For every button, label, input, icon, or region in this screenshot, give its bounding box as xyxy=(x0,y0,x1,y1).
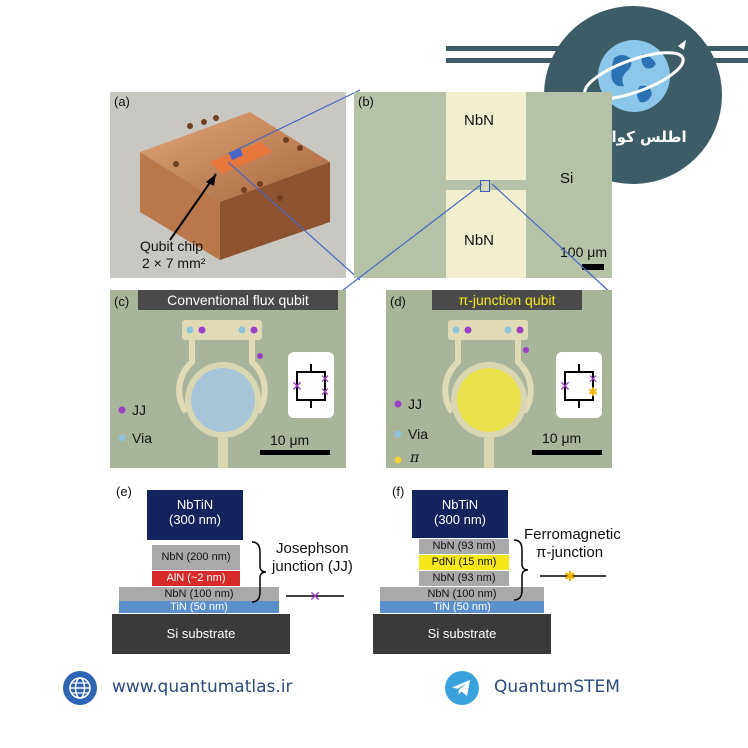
panel-d-label: (d) xyxy=(390,294,406,309)
panel-a-photo: (a) Qubit chip 2 × 7 mm² xyxy=(110,92,346,278)
e-layer-nbn-100: NbN (100 nm) xyxy=(119,587,279,601)
panel-d-title: π-junction qubit xyxy=(432,290,582,310)
svg-text:✕: ✕ xyxy=(588,372,598,386)
e-annotation-line2: junction (JJ) xyxy=(272,558,353,575)
telegram-handle[interactable]: QuantumSTEM xyxy=(494,677,620,697)
panel-d-micrograph: ✕ ✕ ✱ π-junction qubit (d) JJ Via π 10 μ… xyxy=(386,290,612,468)
zoom-lines-b-cd xyxy=(337,183,613,295)
panel-c-title: Conventional flux qubit xyxy=(138,290,338,310)
e-nbtin-name: NbTiN xyxy=(176,497,214,512)
zoom-lines-a-b xyxy=(227,89,361,281)
panel-c-legend-via: Via xyxy=(132,430,152,446)
panel-c-label: (c) xyxy=(114,294,130,309)
telegram-icon[interactable] xyxy=(444,670,480,706)
panel-a-label: (a) xyxy=(114,94,130,109)
e-layer-nbtin: NbTiN (300 nm) xyxy=(147,490,243,540)
e-layer-aln: AlN (~2 nm) xyxy=(152,571,240,586)
panel-d-legend-via: Via xyxy=(408,426,428,442)
nbn-pad-bottom xyxy=(446,190,526,278)
panel-b-micrograph: (b) NbN NbN Si 100 μm xyxy=(354,92,612,278)
e-layer-tin: TiN (50 nm) xyxy=(119,601,279,613)
e-nbtin-thickness: (300 nm) xyxy=(168,512,222,527)
panel-c-legend-jj: JJ xyxy=(132,402,146,418)
panel-b-scale-bar xyxy=(582,264,604,270)
e-annotation-line1: Josephson xyxy=(276,540,349,557)
f-substrate: Si substrate xyxy=(373,614,551,654)
f-nbtin-name: NbTiN xyxy=(441,497,479,512)
website-link[interactable]: www.quantumatlas.ir xyxy=(112,677,293,697)
e-layer-nbn-200: NbN (200 nm) xyxy=(152,545,240,570)
panel-d-legend-pi: π xyxy=(410,450,420,466)
panel-b-label: (b) xyxy=(358,94,374,109)
f-layer-pdni: PdNi (15 nm) xyxy=(419,555,509,570)
svg-text:✱: ✱ xyxy=(588,385,598,399)
panel-e-label: (e) xyxy=(116,484,132,499)
svg-text:✕: ✕ xyxy=(309,588,321,604)
globe-icon[interactable] xyxy=(62,670,98,706)
nbn-bottom-label: NbN xyxy=(464,232,495,249)
f-annotation-line2: π-junction xyxy=(536,544,604,561)
qubit-chip-caption: Qubit chip xyxy=(140,238,204,254)
panel-d-legend-jj: JJ xyxy=(408,396,422,412)
f-nbtin-thickness: (300 nm) xyxy=(433,512,487,527)
f-layer-nbn-100: NbN (100 nm) xyxy=(380,587,544,601)
nbn-top-label: NbN xyxy=(464,112,495,129)
panel-d-scale-label: 10 μm xyxy=(542,430,582,446)
svg-text:✱: ✱ xyxy=(564,569,576,585)
f-annotation-line1: Ferromagnetic xyxy=(524,526,621,543)
panel-c-micrograph: ✕ ✕ ✕ Conventional flux qubit (c) JJ Via… xyxy=(110,290,346,468)
f-pi-bracket: ✱ xyxy=(513,539,606,601)
svg-text:✕: ✕ xyxy=(320,372,330,386)
junction-bridge xyxy=(480,180,490,192)
e-jj-bracket: ✕ xyxy=(251,541,344,604)
svg-text:✕: ✕ xyxy=(559,378,571,394)
f-layer-tin: TiN (50 nm) xyxy=(380,601,544,613)
f-layer-nbn-93-top: NbN (93 nm) xyxy=(419,539,509,554)
e-substrate: Si substrate xyxy=(112,614,290,654)
panel-d-scale-bar xyxy=(532,450,602,455)
svg-text:✕: ✕ xyxy=(320,385,330,399)
svg-text:✕: ✕ xyxy=(291,378,303,394)
panel-f-label: (f) xyxy=(392,484,405,499)
panel-c-scale-label: 10 μm xyxy=(270,432,310,448)
panel-c-scale-bar xyxy=(260,450,330,455)
f-layer-nbtin: NbTiN (300 nm) xyxy=(412,490,508,538)
f-layer-nbn-93-bottom: NbN (93 nm) xyxy=(419,571,509,586)
nbn-pad-top xyxy=(446,92,526,180)
panel-b-scale-label: 100 μm xyxy=(560,244,607,260)
qubit-chip-size: 2 × 7 mm² xyxy=(142,255,206,271)
si-label: Si xyxy=(560,170,574,187)
